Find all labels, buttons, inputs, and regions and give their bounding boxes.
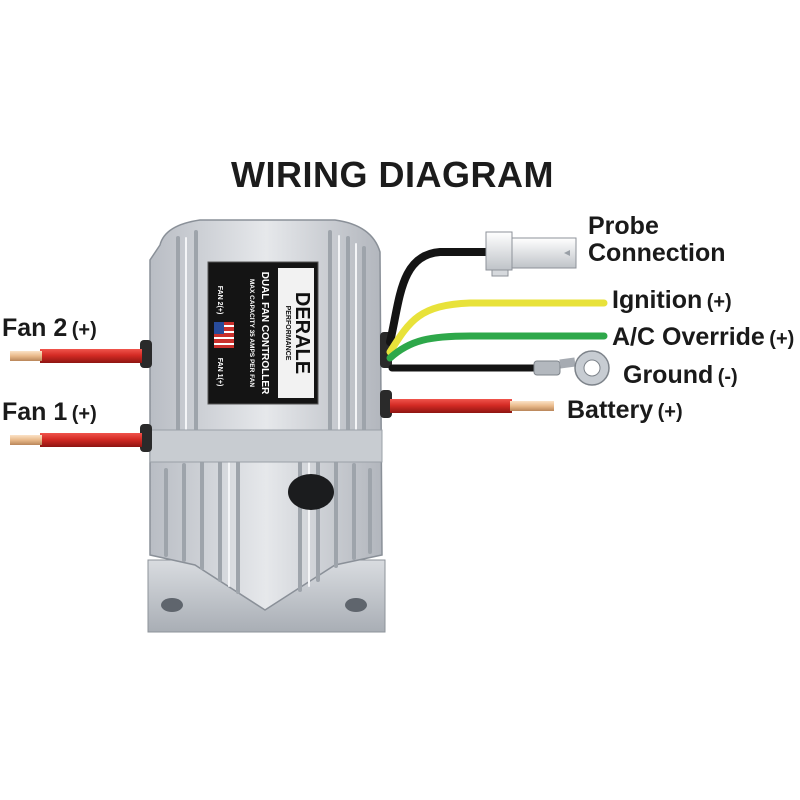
ground-label: Ground (-): [623, 363, 738, 388]
probe-label-line2: Connection: [588, 239, 726, 267]
grommet-left-lower: [140, 424, 152, 452]
grommet-left-upper: [140, 340, 152, 368]
product-name: DUAL FAN CONTROLLER: [259, 272, 270, 395]
ac-override-wire: [386, 332, 608, 362]
probe-label-line1: Probe: [588, 212, 659, 240]
fan2-label-text: Fan 2: [2, 314, 68, 342]
battery-label: Battery (+): [567, 398, 683, 423]
ignition-label-sign: (+): [706, 291, 732, 313]
ac-override-label-text: A/C Override: [612, 323, 765, 351]
fin-highlights: [185, 235, 357, 587]
battery-label-text: Battery: [567, 396, 654, 424]
brand-subtitle: PERFORMANCE: [284, 306, 291, 361]
ground-wire: [388, 350, 610, 386]
ignition-wire: [386, 299, 608, 356]
ignition-label: Ignition (+): [612, 288, 732, 313]
product-label: DERALE PERFORMANCE DUAL FAN CONTROLLER M…: [207, 261, 319, 405]
fan1-tag: FAN 1(+): [216, 358, 223, 387]
brand-plate: [278, 268, 314, 398]
fan2-wire: [10, 349, 142, 363]
ground-label-sign: (-): [717, 366, 738, 388]
mounting-hole-right: [345, 598, 367, 612]
adjustment-port: [288, 474, 334, 510]
housing-ledge: [149, 429, 383, 463]
ignition-label-text: Ignition: [612, 286, 703, 314]
capacity-text: MAX CAPACITY 35 AMPS PER FAN: [248, 279, 255, 388]
battery-label-sign: (+): [657, 401, 683, 423]
fan1-label-text: Fan 1: [2, 398, 68, 426]
us-flag-icon: [214, 322, 234, 348]
probe-wire: [386, 231, 577, 346]
probe-connector: [485, 231, 577, 277]
fan2-tag: FAN 2(+): [216, 286, 223, 315]
ac-override-label-sign: (+): [769, 328, 795, 350]
mounting-hole-left: [161, 598, 183, 612]
fan2-label-sign: (+): [71, 319, 97, 341]
brand-name: DERALE: [291, 292, 313, 374]
cooling-fins: [164, 230, 372, 594]
fan1-label-sign: (+): [71, 403, 97, 425]
battery-wire: [390, 399, 554, 413]
grommet-right-lower: [380, 390, 392, 418]
diagram-title: WIRING DIAGRAM: [231, 154, 554, 195]
fan1-label: Fan 1 (+): [2, 400, 97, 425]
ac-override-label: A/C Override (+): [612, 325, 794, 350]
ground-label-text: Ground: [623, 361, 714, 389]
ring-terminal: [559, 357, 576, 369]
fan2-label: Fan 2 (+): [2, 316, 97, 341]
fan1-wire: [10, 433, 142, 447]
